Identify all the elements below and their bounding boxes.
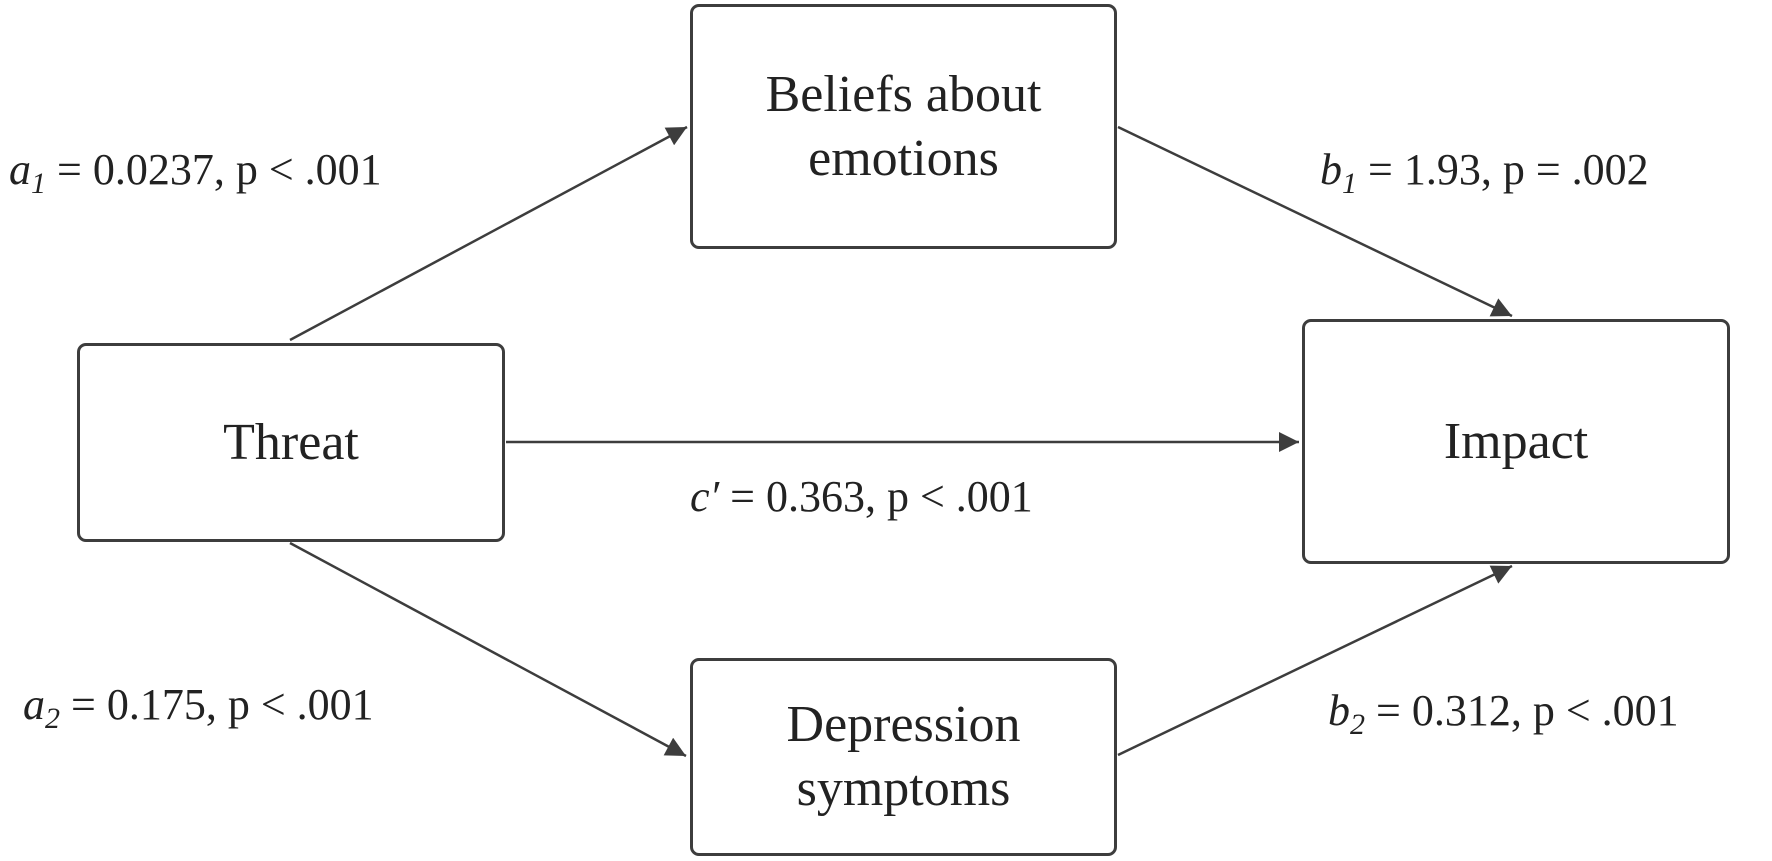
node-impact: Impact [1302, 319, 1730, 564]
coef-symbol: b [1320, 145, 1342, 194]
node-label: Impact [1443, 412, 1589, 470]
coef-text: = 0.312, p < .001 [1365, 686, 1679, 735]
node-threat: Threat [77, 343, 505, 542]
coef-subscript: 2 [45, 702, 60, 735]
coef-subscript: 2 [1350, 708, 1365, 741]
coef-subscript: 1 [31, 167, 46, 200]
coef-symbol: c [690, 472, 710, 521]
coef-prime: ′ [709, 472, 720, 521]
coef-symbol: b [1328, 686, 1350, 735]
arrow-beliefs-to-impact [1117, 125, 1513, 318]
node-label: Beliefs about emotions [765, 65, 1042, 187]
node-beliefs-about-emotions: Beliefs about emotions [690, 4, 1117, 249]
arrow-depression-to-impact [1117, 564, 1513, 757]
coef-symbol: a [23, 680, 45, 729]
path-label-a2: a2 = 0.175, p < .001 [23, 680, 374, 734]
node-label: Depression symptoms [786, 696, 1021, 817]
path-label-c-prime: c′ = 0.363, p < .001 [690, 475, 1033, 519]
coef-text: = 0.0237, p < .001 [46, 145, 382, 194]
path-label-a1: a1 = 0.0237, p < .001 [9, 145, 382, 199]
coef-text: = 0.363, p < .001 [719, 472, 1033, 521]
path-label-b1: b1 = 1.93, p = .002 [1320, 145, 1649, 199]
node-depression-symptoms: Depression symptoms [690, 658, 1117, 856]
arrow-threat-to-depression [289, 541, 687, 758]
coef-text: = 1.93, p = .002 [1357, 145, 1649, 194]
coef-text: = 0.175, p < .001 [60, 680, 374, 729]
path-label-b2: b2 = 0.312, p < .001 [1328, 686, 1679, 740]
arrow-threat-to-beliefs [289, 125, 688, 342]
coef-subscript: 1 [1342, 167, 1357, 200]
node-label: Threat [223, 413, 359, 471]
coef-symbol: a [9, 145, 31, 194]
